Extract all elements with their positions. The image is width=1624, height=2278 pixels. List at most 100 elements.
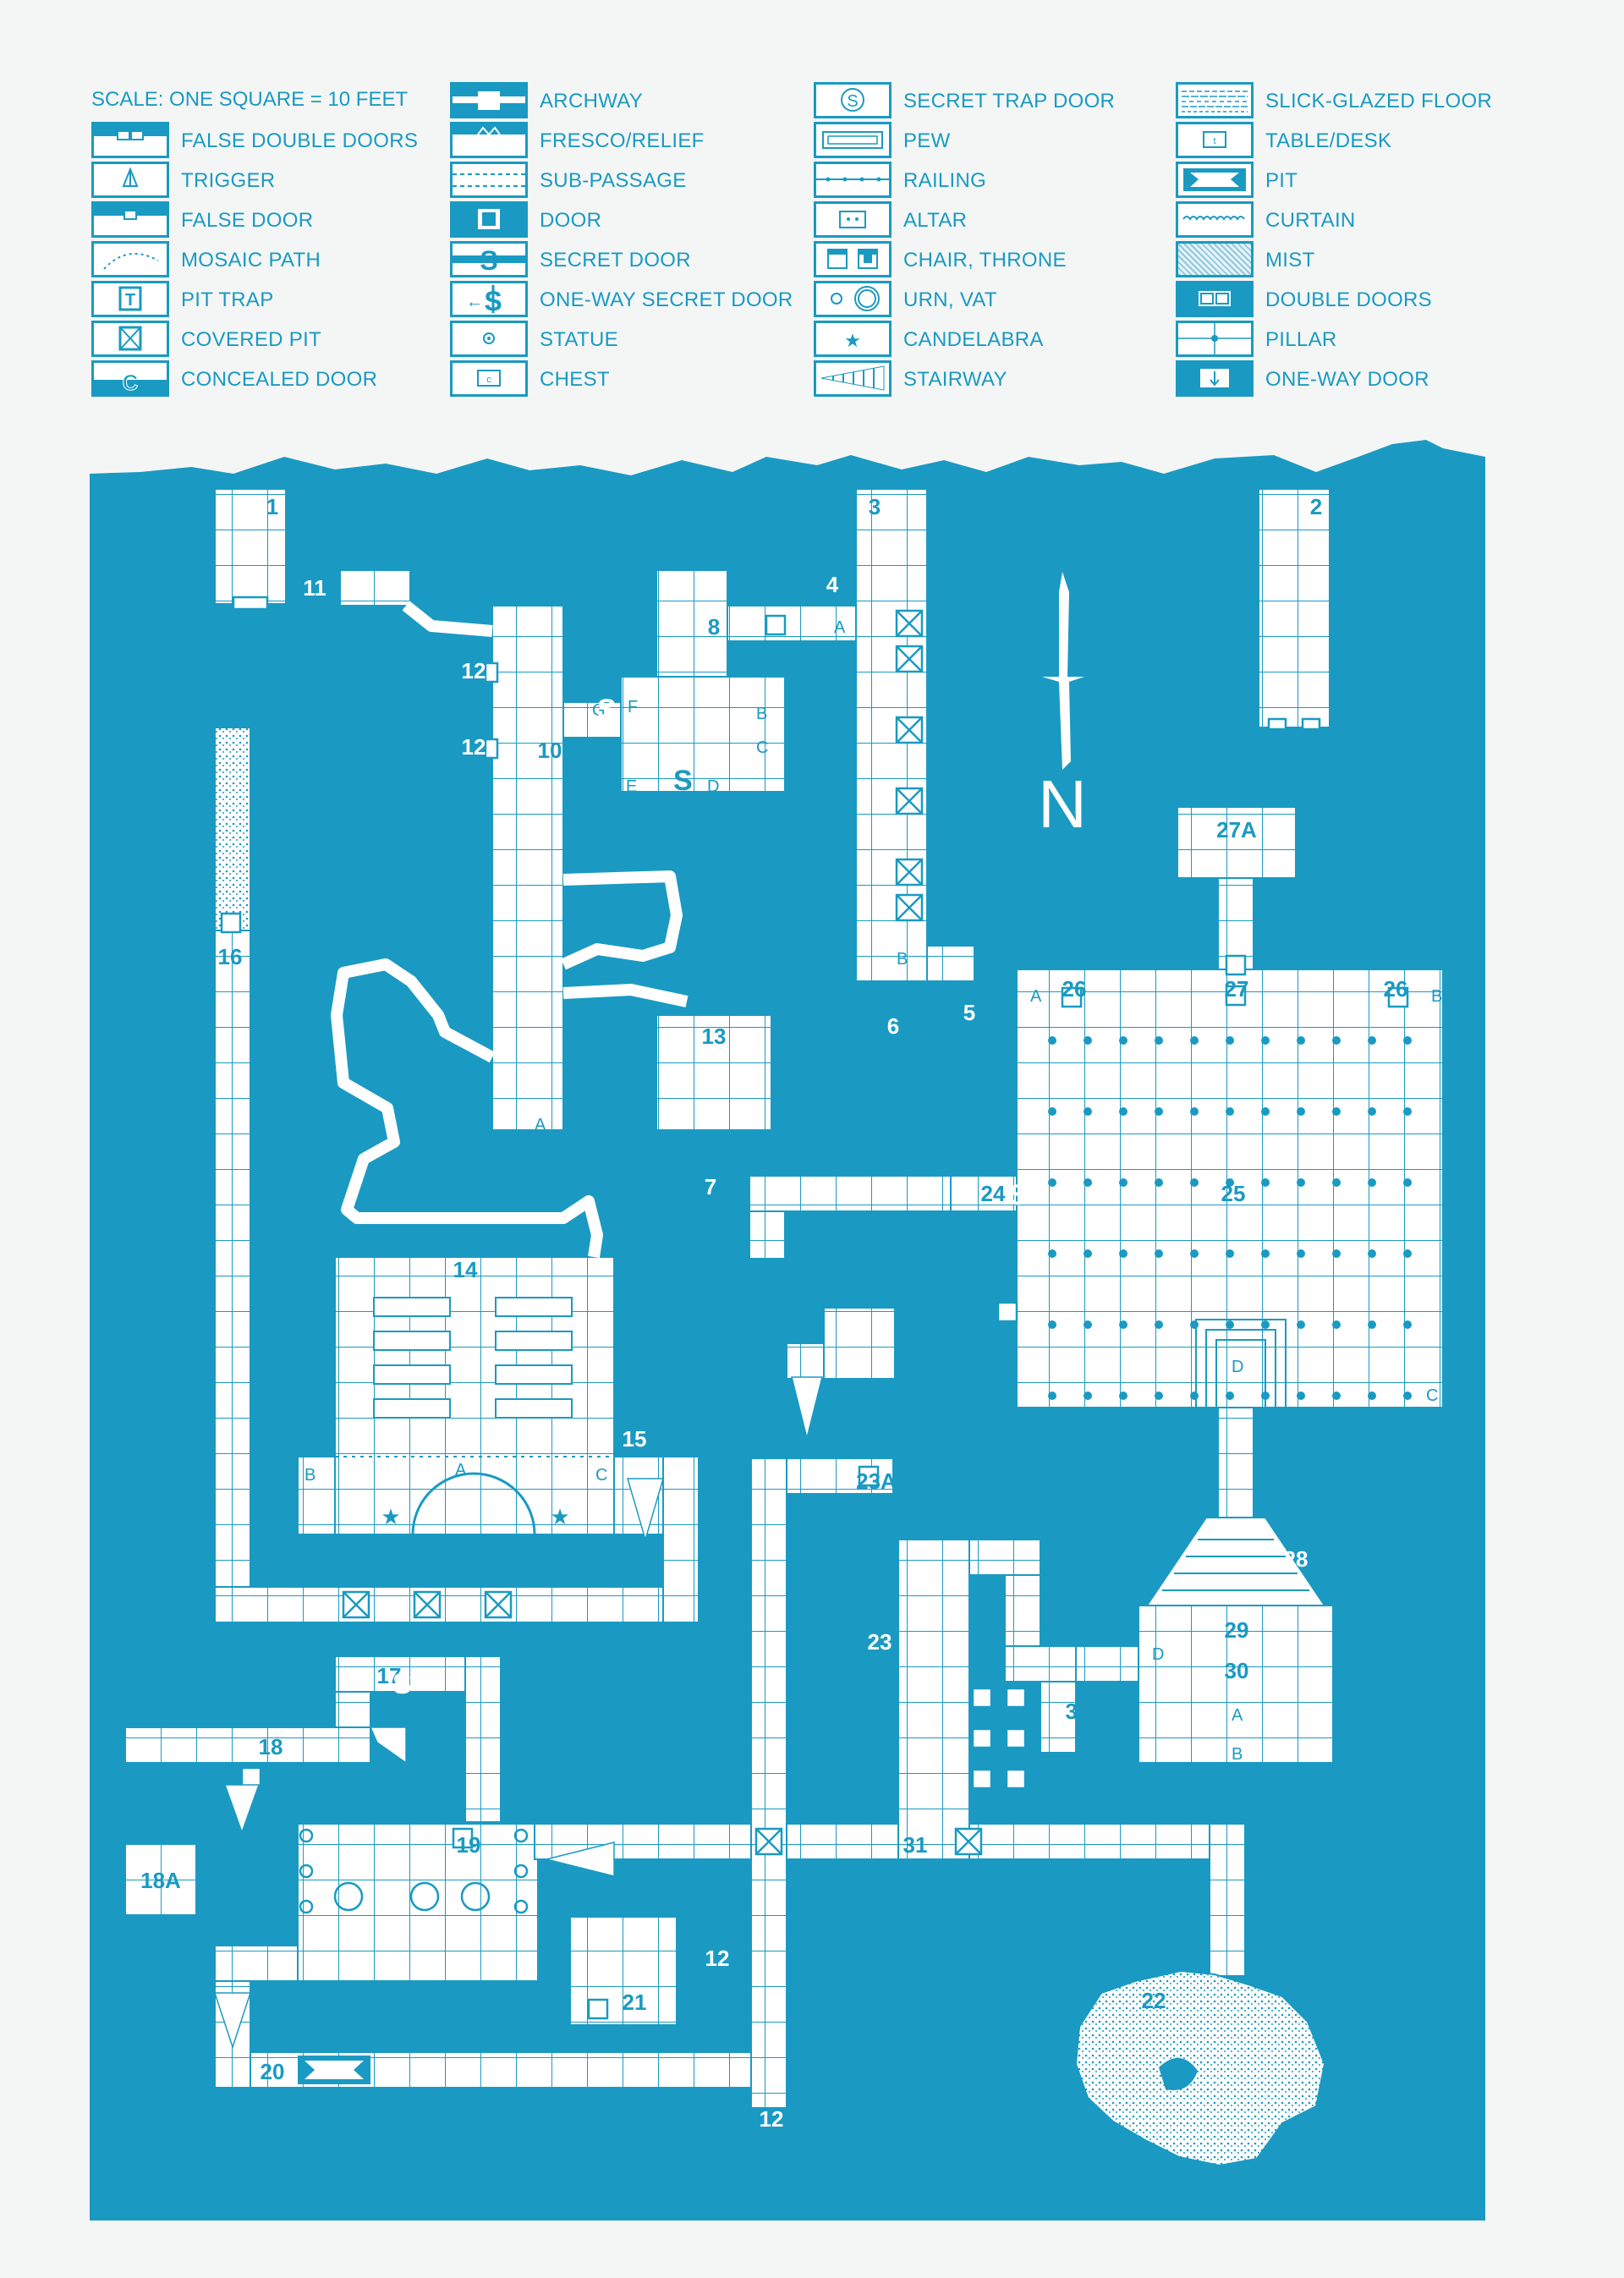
room-19-west [214, 1945, 299, 1982]
svg-text:t: t [1213, 136, 1215, 146]
room-label: 7 [705, 1174, 716, 1199]
pillar-icon [1332, 1320, 1341, 1329]
room-label: 28 [1284, 1546, 1309, 1572]
statue-icon [450, 321, 528, 357]
room-label: 12 [462, 658, 486, 683]
legend-label: PIT [1265, 169, 1298, 192]
room-label: 33 [1066, 1699, 1090, 1724]
pillar-icon [1403, 1320, 1412, 1329]
secret-door-icon: S [1008, 1179, 1028, 1211]
room-23-north [823, 1307, 896, 1380]
pillar-icon [1261, 1320, 1270, 1329]
secret-trap-door-icon: S [814, 82, 892, 118]
room-2 [1258, 488, 1330, 728]
room-14-altar-arc [411, 1472, 536, 1535]
sub-letter: F [628, 698, 638, 716]
covered-pits [342, 609, 983, 1856]
room-24-door [950, 1175, 1018, 1212]
pillar-icon [1332, 1107, 1341, 1116]
svg-text:★: ★ [844, 331, 861, 352]
urn-vat-icon [814, 281, 892, 317]
pillar-icon [1403, 1178, 1412, 1187]
covered-pit-icon [954, 1827, 983, 1856]
room-19 [297, 1823, 539, 1982]
water-area [90, 440, 1485, 2220]
pillar-icon [1368, 1036, 1376, 1045]
pillar-icon [1332, 1392, 1341, 1400]
legend-label: DOUBLE DOORS [1265, 288, 1432, 311]
compass-label: N [1038, 766, 1087, 842]
pillar-icon [1084, 1036, 1092, 1045]
room-label: 23A [856, 1468, 897, 1494]
pillar-icon [1155, 1392, 1163, 1400]
pillar-icon [1190, 1320, 1199, 1329]
legend-label: ALTAR [903, 209, 968, 232]
room-31 [786, 1823, 1246, 1860]
stairway-icon [814, 360, 892, 397]
table-desk-icon: t [1176, 122, 1254, 158]
room-23a [786, 1457, 894, 1495]
room-25-dais [1195, 1319, 1287, 1408]
legend-label: ONE-WAY DOOR [1265, 368, 1429, 391]
slick-glazed-floor-icon [1176, 82, 1254, 118]
pillar-icon [1084, 1178, 1092, 1187]
room-label: 17 [377, 1663, 402, 1688]
covered-pit-icon [754, 1827, 783, 1856]
covered-pit-icon [895, 609, 924, 638]
room-label: 12 [462, 734, 486, 760]
room-25-pillars [1048, 1036, 1412, 1400]
pillar-icon [1403, 1249, 1412, 1258]
fresco-relief-icon [450, 122, 528, 158]
room-label: 6 [887, 1013, 899, 1039]
legend-label: FALSE DOOR [181, 209, 314, 232]
room-label: 4 [826, 572, 839, 597]
covered-pit-icon [895, 858, 924, 886]
pillar-icon [1261, 1107, 1270, 1116]
pillar-icon [1084, 1249, 1092, 1258]
pillar-icon [1261, 1178, 1270, 1187]
room-label: 2 [1310, 494, 1322, 519]
room-label: 23 [868, 1629, 892, 1655]
candelabra-icon: ★ [550, 1505, 569, 1530]
pillar-icon [1190, 1249, 1199, 1258]
pillar-icon [1403, 1107, 1412, 1116]
legend-label: ONE-WAY SECRET DOOR [540, 288, 793, 311]
legend-label: MOSAIC PATH [181, 249, 321, 272]
room-label: 13 [702, 1024, 727, 1049]
archway-icon [450, 82, 528, 118]
room-11 [339, 569, 412, 607]
mosaic-path-icon [91, 241, 169, 277]
secret-door-icon: S [597, 694, 617, 726]
pillar-icon [1297, 1392, 1305, 1400]
room-18a [124, 1843, 197, 1916]
room-label: 26 [1384, 976, 1408, 1002]
dungeon-map-svg: N 1 2 3 4 5 6 7 8 9 10 11 12 12 12 12 13… [90, 440, 1485, 2220]
room-label: 22 [1142, 1988, 1166, 2013]
room-label: 27 [1225, 976, 1249, 1002]
pillar-icon [1119, 1392, 1127, 1400]
pillar-icon [1297, 1249, 1305, 1258]
room-29-link [1075, 1645, 1139, 1682]
room-label: 8 [708, 614, 720, 639]
sub-letter: C [1426, 1386, 1438, 1405]
sub-letter: A [1274, 788, 1286, 806]
legend-label: CHEST [540, 368, 610, 391]
covered-pit-icon [895, 893, 924, 922]
sub-letter: A [1232, 1706, 1243, 1725]
legend-label: FALSE DOUBLE DOORS [181, 129, 419, 152]
room-17-east [464, 1655, 502, 1823]
room-1 [214, 488, 287, 605]
sub-letter: G [592, 701, 606, 720]
pillar-icon [1048, 1107, 1056, 1116]
legend-label: DOOR [540, 209, 602, 232]
room-label: 14 [453, 1257, 478, 1282]
covered-pit-icon [91, 321, 169, 357]
room-19-urns [299, 1828, 529, 1914]
legend-label: CHAIR, THRONE [903, 249, 1067, 272]
legend-label: SLICK-GLAZED FLOOR [1265, 90, 1493, 113]
room-14-pews [373, 1297, 573, 1419]
room-21 [569, 1916, 678, 2026]
map-legend: SCALE: ONE SQUARE = 10 FEET FALSE DOUBLE… [0, 0, 1624, 423]
room-18 [124, 1726, 371, 1764]
sub-letter: B [304, 1466, 315, 1485]
